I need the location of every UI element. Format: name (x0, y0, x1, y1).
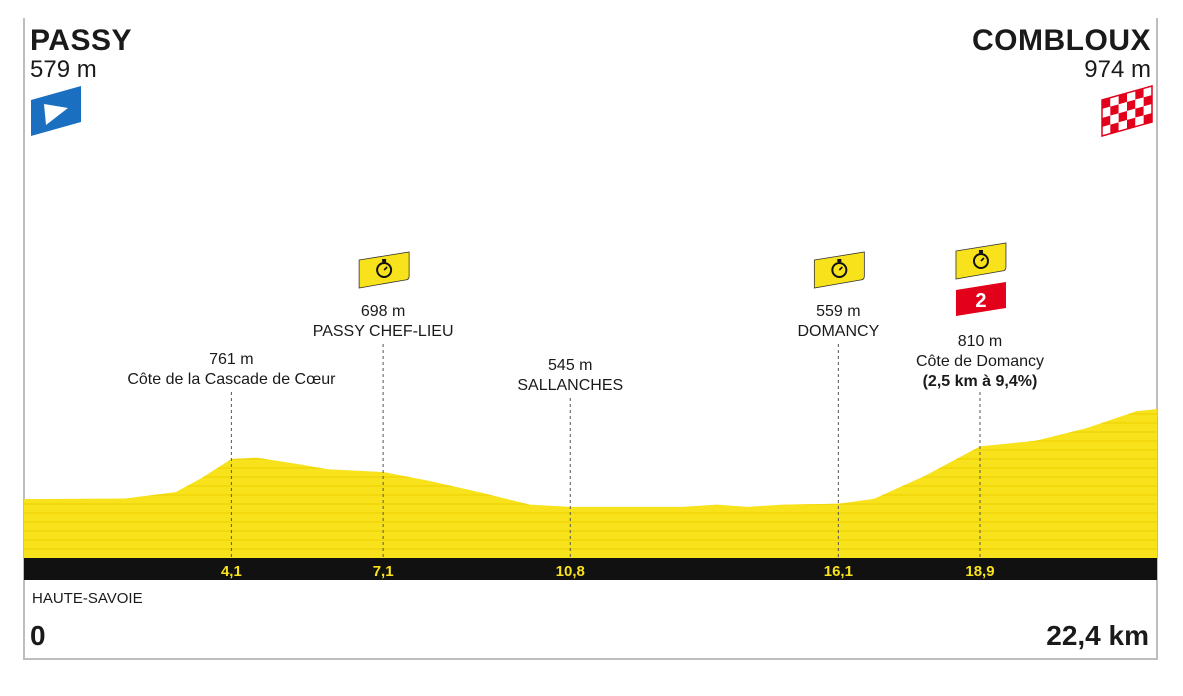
km-start-label: 0 (30, 620, 46, 651)
climb-category-badge: 2 (955, 282, 1006, 316)
timing-checkpoint-icon (813, 251, 865, 289)
finish-flag-icon (1101, 85, 1153, 137)
timing-checkpoint-icon (955, 242, 1007, 280)
waypoint-name: Côte de la Cascade de Cœur (127, 371, 336, 388)
waypoint-markers: 2 (230, 242, 1007, 558)
finish-altitude: 974 m (1084, 56, 1151, 83)
distance-tick-label: 16,1 (824, 563, 853, 580)
waypoint-label: 810 m Côte de Domancy (2,5 km à 9,4%) (916, 332, 1044, 392)
waypoint-name: Côte de Domancy (915, 353, 1044, 370)
profile-area (24, 409, 1157, 558)
distance-axis-band (24, 558, 1157, 580)
waypoint-altitude: 810 m (957, 333, 1003, 350)
km-end-label: 22,4 km (1046, 620, 1149, 651)
waypoint-label: 698 m PASSY CHEF-LIEU (313, 302, 454, 342)
distance-tick-label: 18,9 (965, 563, 994, 580)
finish-town-name: COMBLOUX (972, 24, 1151, 57)
timing-checkpoint-icon (358, 251, 410, 289)
waypoint-label: 761 m Côte de la Cascade de Cœur (127, 350, 335, 390)
climb-detail: (2,5 km à 9,4%) (922, 373, 1038, 390)
waypoint-label: 545 m SALLANCHES (517, 356, 623, 396)
waypoint-name: DOMANCY (797, 323, 880, 340)
distance-tick-label: 7,1 (373, 563, 394, 580)
start-flag-icon (31, 86, 81, 136)
distance-tick-labels: 4,1 7,1 10,8 16,1 18,9 (221, 563, 995, 580)
distance-tick-label: 4,1 (221, 563, 242, 580)
waypoint-altitude: 559 m (816, 303, 861, 320)
waypoint-altitude: 761 m (209, 351, 254, 368)
elevation-profile (24, 409, 1157, 558)
waypoint-label: 559 m DOMANCY (797, 302, 879, 342)
waypoint-altitude: 698 m (360, 303, 406, 320)
start-town-name: PASSY (30, 24, 132, 57)
region-label: HAUTE-SAVOIE (32, 590, 143, 607)
waypoint-name: SALLANCHES (517, 377, 624, 394)
distance-tick-label: 10,8 (556, 563, 585, 580)
climb-category-number: 2 (975, 290, 986, 312)
waypoint-name: PASSY CHEF-LIEU (312, 323, 454, 340)
waypoint-altitude: 545 m (548, 357, 593, 374)
start-altitude: 579 m (30, 56, 97, 83)
